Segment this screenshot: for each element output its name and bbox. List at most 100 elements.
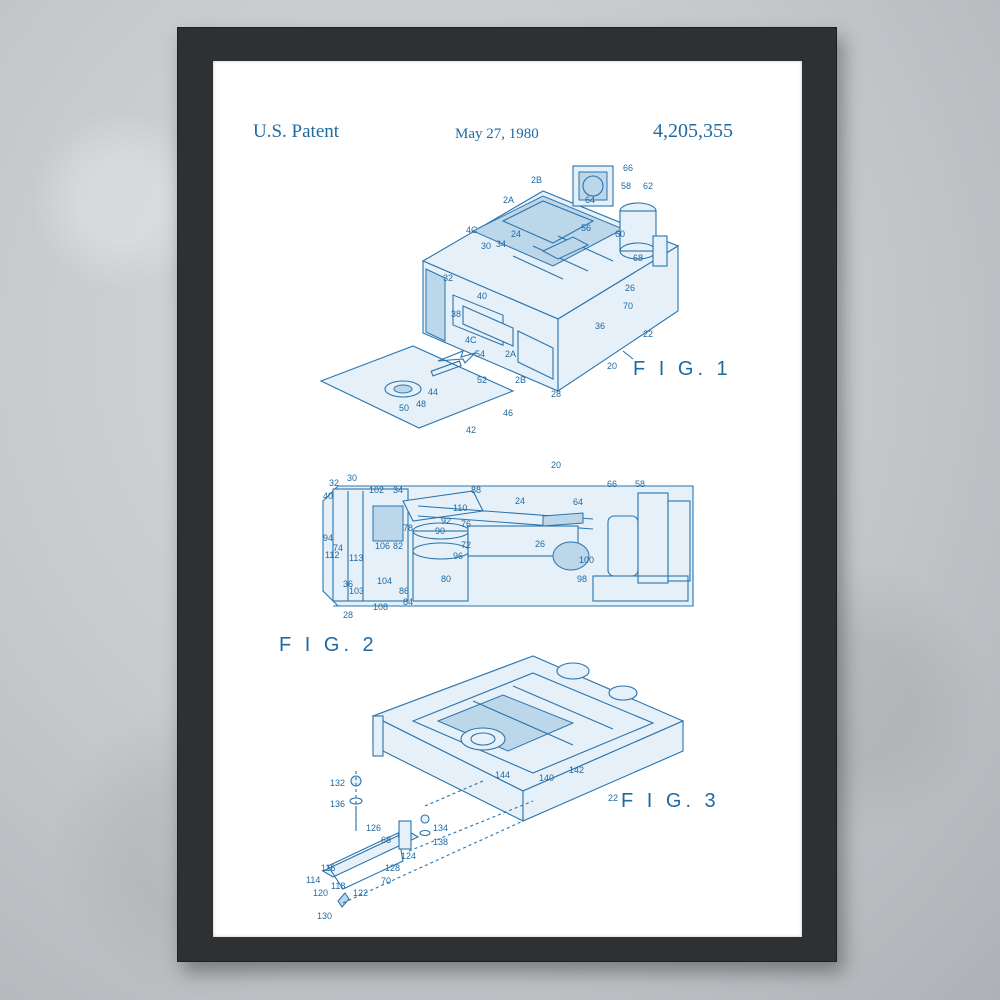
fig1-drawing	[319, 165, 680, 429]
reference-numeral: 40	[477, 291, 487, 301]
patent-drawing: F I G. 1	[279, 163, 732, 921]
reference-numeral: 26	[535, 539, 545, 549]
reference-numeral: 42	[466, 425, 476, 435]
reference-numeral: 30	[481, 241, 491, 251]
reference-numeral: 144	[495, 770, 510, 780]
reference-numeral: 58	[635, 479, 645, 489]
reference-numeral: 76	[461, 519, 471, 529]
reference-numeral: 38	[451, 309, 461, 319]
fig2-drawing	[322, 485, 694, 607]
reference-numeral: 52	[477, 375, 487, 385]
picture-frame: U.S. Patent May 27, 1980 4,205,355	[177, 27, 837, 962]
reference-numeral: 118	[331, 881, 345, 891]
reference-numeral: 20	[551, 460, 561, 470]
reference-numeral: 34	[496, 239, 506, 249]
reference-numeral: 66	[623, 163, 633, 173]
patent-date: May 27, 1980	[455, 126, 539, 142]
reference-numeral: 26	[625, 283, 635, 293]
reference-numeral: 24	[511, 229, 521, 239]
reference-numeral: 110	[453, 503, 467, 513]
reference-numeral: 2B	[515, 375, 526, 385]
patent-number: 4,205,355	[653, 120, 733, 142]
reference-numeral: 96	[453, 551, 463, 561]
fig2-label: F I G. 2	[279, 634, 378, 656]
reference-numeral: 80	[441, 574, 451, 584]
reference-numeral: 2B	[531, 175, 542, 185]
reference-numeral: 74	[333, 543, 343, 553]
reference-numeral: 136	[330, 799, 345, 809]
reference-numeral: 64	[585, 195, 595, 205]
reference-numeral: 60	[615, 229, 625, 239]
reference-numeral: 124	[401, 851, 416, 861]
reference-numeral: 36	[343, 579, 353, 589]
reference-numeral: 32	[443, 273, 453, 283]
reference-numeral: 94	[323, 533, 333, 543]
fig3-drawing	[321, 655, 685, 908]
reference-numeral: 122	[353, 888, 368, 898]
reference-numeral: 88	[471, 485, 481, 495]
reference-numeral: 120	[313, 888, 328, 898]
reference-numeral: 134	[433, 823, 448, 833]
reference-numeral: 4C	[465, 335, 477, 345]
reference-numeral: 130	[317, 911, 332, 921]
reference-numeral: 92	[441, 516, 451, 526]
reference-numeral: 54	[475, 349, 485, 359]
reference-numeral: 68	[633, 253, 643, 263]
reference-numeral: 112	[325, 550, 339, 560]
reference-numeral: 138	[433, 837, 448, 847]
fig3-reference-numerals: 132 144 140 142 22 136 126 134 68 138 124 116 128 114…	[306, 765, 618, 921]
patent-print: U.S. Patent May 27, 1980 4,205,355	[213, 61, 802, 937]
reference-numeral: 84	[403, 597, 413, 607]
reference-numeral: 100	[579, 555, 594, 565]
reference-numeral: 28	[551, 389, 561, 399]
reference-numeral: 4C	[466, 225, 478, 235]
reference-numeral: 140	[539, 773, 554, 783]
reference-numeral: 32	[329, 478, 339, 488]
reference-numeral: 50	[399, 403, 409, 413]
reference-numeral: 142	[569, 765, 584, 775]
reference-numeral: 36	[595, 321, 605, 331]
reference-numeral: 114	[306, 875, 320, 885]
reference-numeral: 64	[573, 497, 583, 507]
reference-numeral: 132	[330, 778, 345, 788]
reference-numeral: 128	[385, 863, 400, 873]
reference-numeral: 68	[381, 835, 391, 845]
reference-numeral: 20	[607, 361, 617, 371]
reference-numeral: 98	[577, 574, 587, 584]
reference-numeral: 72	[461, 540, 471, 550]
reference-numeral: 82	[393, 541, 403, 551]
fig1-label: F I G. 1	[633, 358, 732, 380]
reference-numeral: 2A	[505, 349, 516, 359]
reference-numeral: 78	[403, 523, 413, 533]
reference-numeral: 70	[623, 301, 633, 311]
reference-numeral: 40	[323, 491, 333, 501]
reference-numeral: 62	[643, 181, 653, 191]
reference-numeral: 102	[369, 485, 384, 495]
reference-numeral: 28	[343, 610, 353, 620]
reference-numeral: 46	[503, 408, 513, 418]
reference-numeral: 44	[428, 387, 438, 397]
reference-numeral: 113	[349, 553, 363, 563]
reference-numeral: 34	[393, 485, 403, 495]
reference-numeral: 106	[375, 541, 390, 551]
reference-numeral: 24	[515, 496, 525, 506]
patent-label: U.S. Patent	[253, 121, 340, 142]
reference-numeral: 103	[349, 586, 364, 596]
reference-numeral: 70	[381, 876, 391, 886]
reference-numeral: 104	[377, 576, 392, 586]
reference-numeral: 108	[373, 602, 388, 612]
reference-numeral: 90	[435, 526, 445, 536]
reference-numeral: 22	[608, 793, 618, 803]
reference-numeral: 116	[321, 863, 335, 873]
reference-numeral: 30	[347, 473, 357, 483]
reference-numeral: 66	[607, 479, 617, 489]
reference-numeral: 56	[581, 223, 591, 233]
reference-numeral: 126	[366, 823, 381, 833]
reference-numeral: 22	[643, 329, 653, 339]
reference-numeral: 2A	[503, 195, 514, 205]
fig3-label: F I G. 3	[621, 790, 720, 812]
reference-numeral: 86	[399, 586, 409, 596]
reference-numeral: 48	[416, 399, 426, 409]
